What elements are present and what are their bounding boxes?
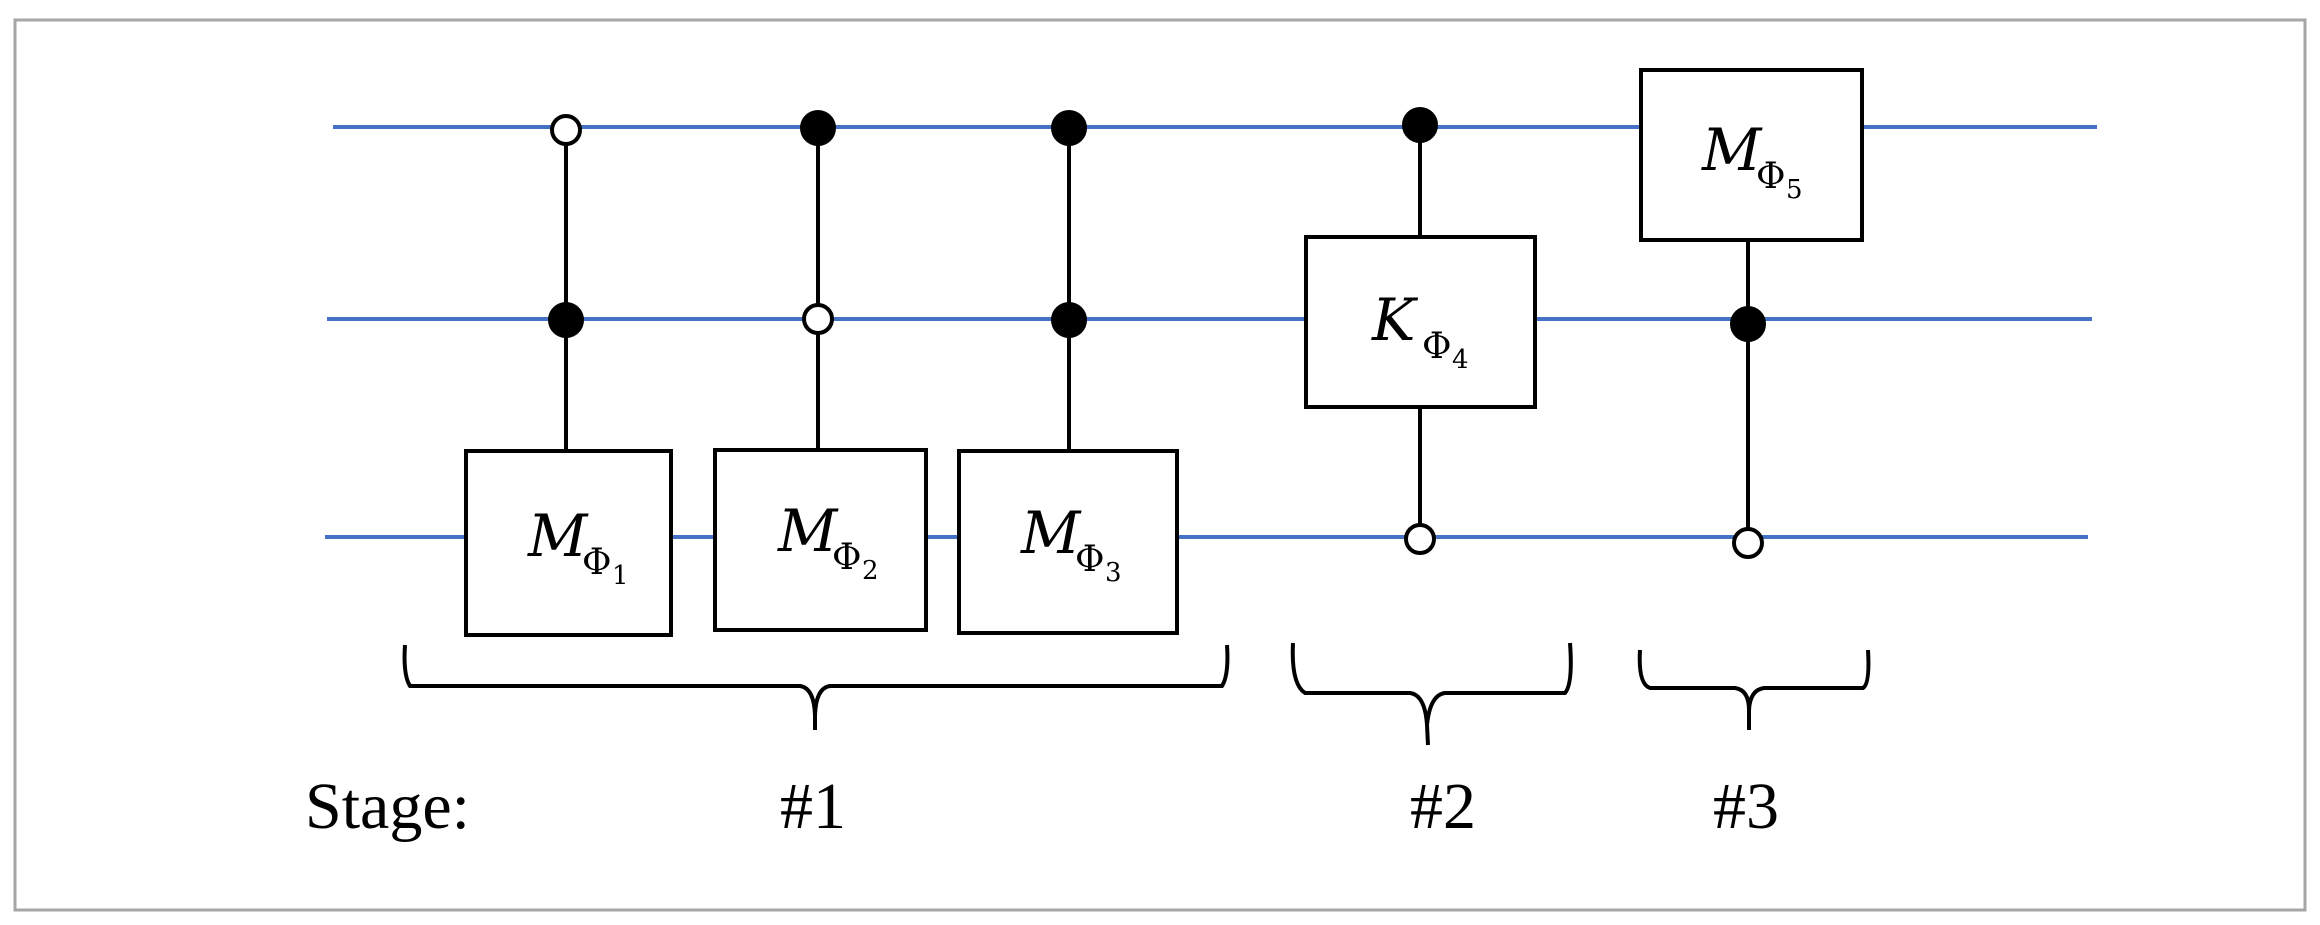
- svg-text:2: 2: [862, 556, 879, 586]
- control-open-g5-bottom: [1732, 527, 1764, 559]
- gate-label-g4: K Φ 4: [1371, 286, 1469, 375]
- stage-number-2: #2: [1410, 770, 1476, 843]
- control-filled-g3-top: [1051, 110, 1087, 146]
- svg-text:M: M: [1020, 499, 1082, 567]
- svg-text:K: K: [1371, 286, 1419, 354]
- stage-label: Stage:: [305, 770, 470, 843]
- svg-text:Φ: Φ: [1075, 539, 1105, 580]
- control-filled-g3-middle: [1051, 302, 1087, 338]
- control-filled-g1-middle: [548, 302, 584, 338]
- svg-text:4: 4: [1452, 345, 1469, 375]
- control-filled-g2-top: [800, 110, 836, 146]
- gate-label-g1: M Φ 1: [527, 502, 629, 591]
- control-open-g1-top: [550, 114, 582, 146]
- stage-braces: [402, 642, 1871, 746]
- diagram-frame: [13, 18, 2307, 912]
- svg-text:Φ: Φ: [582, 542, 612, 583]
- svg-text:Φ: Φ: [1756, 156, 1786, 197]
- gate-boxes: [464, 68, 1864, 637]
- gate-box-g1: [464, 449, 673, 637]
- svg-text:Φ: Φ: [1422, 326, 1452, 367]
- gate-box-g5: [1639, 68, 1864, 242]
- gate-label-g5: M Φ 5: [1701, 116, 1803, 205]
- svg-text:M: M: [1701, 116, 1763, 184]
- control-open-g2-middle: [802, 303, 834, 335]
- brace-stage-1: [402, 644, 1230, 730]
- gate-box-g3: [957, 449, 1179, 635]
- svg-text:3: 3: [1105, 558, 1122, 588]
- gate-label-g2: M Φ 2: [777, 497, 879, 586]
- gate-box-g2: [713, 448, 928, 632]
- brace-stage-3: [1637, 649, 1871, 730]
- stage-number-3: #3: [1713, 770, 1779, 843]
- svg-text:M: M: [527, 502, 589, 570]
- control-nodes: [548, 107, 1766, 559]
- brace-stage-2: [1290, 642, 1573, 746]
- control-filled-g5-middle: [1730, 306, 1766, 342]
- gate-label-g3: M Φ 3: [1020, 499, 1122, 588]
- gate-box-g4: [1304, 235, 1537, 409]
- control-filled-g4-top: [1402, 107, 1438, 143]
- svg-text:M: M: [777, 497, 839, 565]
- stage-number-1: #1: [780, 770, 846, 843]
- svg-text:5: 5: [1786, 175, 1803, 205]
- svg-text:1: 1: [612, 561, 629, 591]
- svg-text:Φ: Φ: [832, 537, 862, 578]
- control-open-g4-bottom: [1404, 523, 1436, 555]
